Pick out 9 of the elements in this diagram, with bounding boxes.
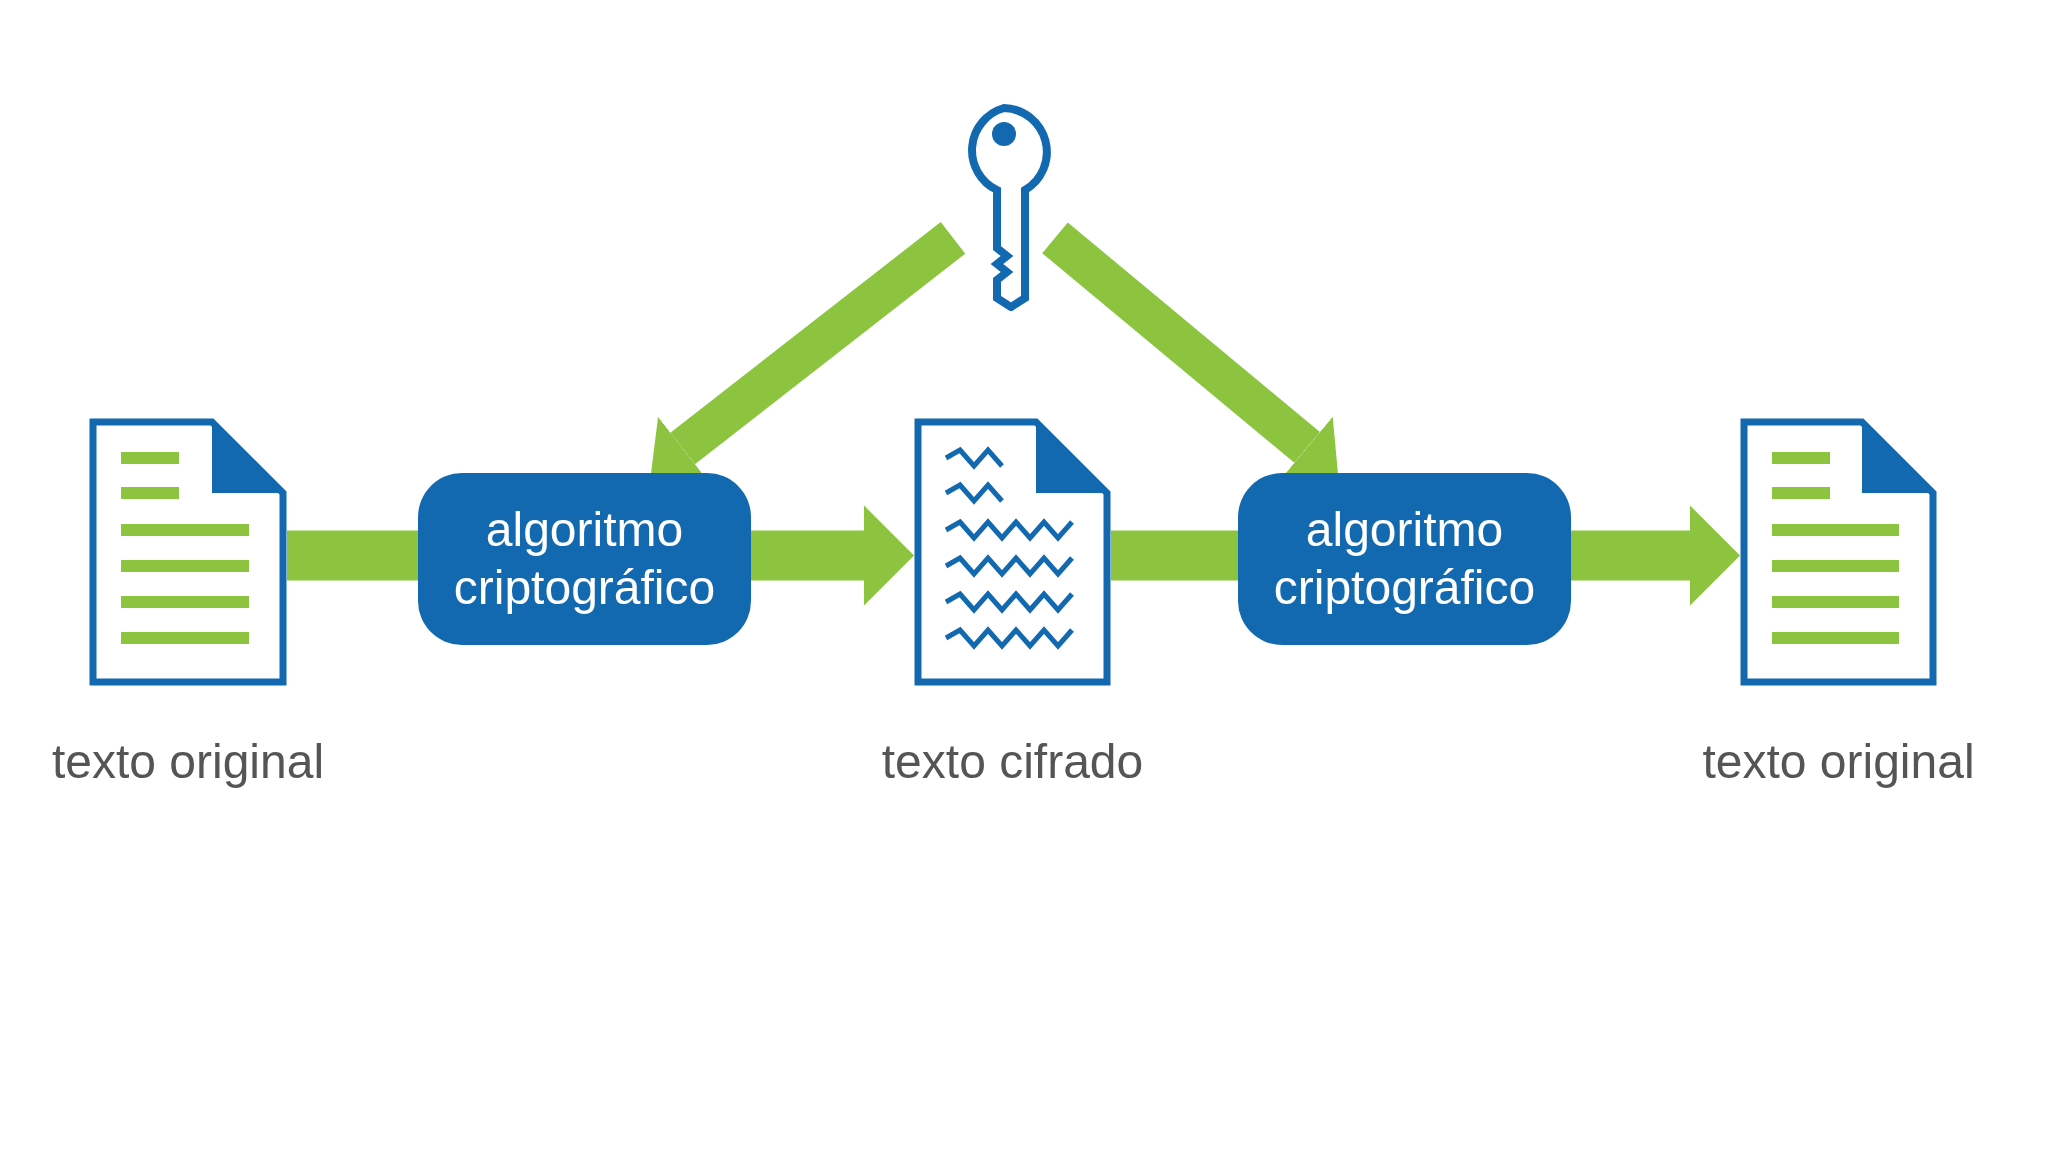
caption-text: texto original [1702,734,1975,789]
caption-text: texto cifrado [881,734,1144,789]
connector-line [1111,530,1238,581]
caption-text: texto original [51,734,325,789]
arrow [751,505,914,606]
connector-line [287,530,418,581]
process-box: algoritmo criptográfico [418,473,751,645]
arrow [1571,505,1740,606]
process-box: algoritmo criptográfico [1238,473,1571,645]
